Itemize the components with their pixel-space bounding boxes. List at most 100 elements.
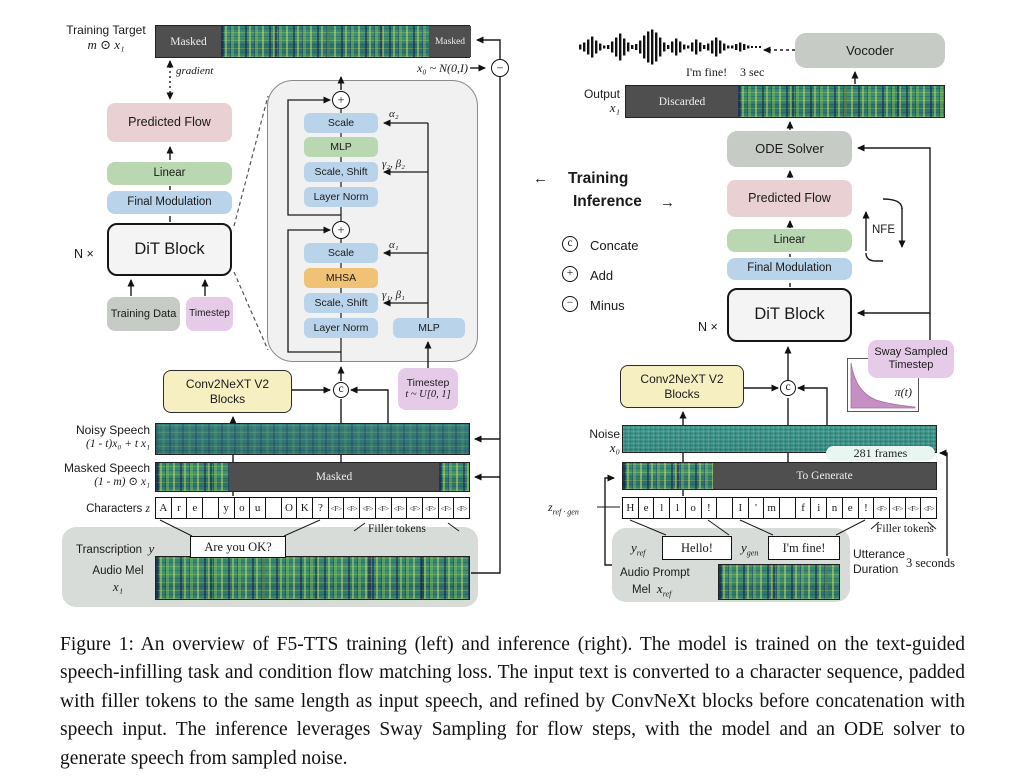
masked-segment-center: Masked [229, 463, 439, 491]
output-math: x₁ [609, 100, 620, 115]
scale-shift-box-bottom: Scale, Shift [304, 293, 378, 313]
sway-distribution-chart: π(t) [847, 358, 919, 412]
dit-block-box: DiT Block [107, 223, 232, 276]
char-cell: e [186, 498, 202, 518]
mlp-box-right: MLP [393, 318, 465, 338]
training-direction-label: Training [568, 170, 629, 187]
noisy-speech-math: (1 - t)x₀ + t x₁ [86, 438, 150, 450]
char-cell: e [637, 498, 654, 518]
char-cell: <F> [453, 498, 469, 518]
char-cell: r [170, 498, 187, 518]
legend-concat-label: Concate [590, 238, 639, 253]
char-cell: o [684, 498, 701, 518]
alpha1-label: α₁ [389, 239, 399, 251]
y-ref-value-box: Hello! [662, 536, 732, 560]
char-cell: K [296, 498, 312, 518]
figure-caption: Figure 1: An overview of F5-TTS training… [60, 634, 965, 769]
linear-box: Linear [107, 162, 232, 185]
audio-prompt-label: Audio Prompt [620, 567, 690, 579]
nfe-label: NFE [872, 224, 895, 236]
scale-box-bottom: Scale [304, 243, 378, 263]
dit-block-box-inference: DiT Block [727, 288, 852, 342]
char-cell: <F> [406, 498, 422, 518]
training-target-label: Training Target [66, 23, 146, 37]
scale-shift-box-top: Scale, Shift [304, 162, 378, 182]
y-gen-value-box: I'm fine! [768, 536, 840, 560]
char-cell: l [669, 498, 685, 518]
gradient-label: gradient [176, 65, 214, 77]
scale-box-top: Scale [304, 113, 378, 133]
predicted-flow-box: Predicted Flow [107, 103, 232, 142]
char-cell: <F> [873, 498, 889, 518]
masked-speech-strip: Masked [155, 462, 470, 492]
mhsa-box: MHSA [304, 268, 378, 288]
legend-add-icon: + [562, 266, 578, 282]
char-cell: o [233, 498, 250, 518]
filler-tokens-label-right: Filler tokens [876, 523, 934, 535]
char-cell: <F> [359, 498, 375, 518]
filler-tokens-label-left: Filler tokens [368, 523, 426, 535]
alpha2-label: α₂ [389, 108, 399, 120]
char-cell: ? [312, 498, 328, 518]
char-cell: u [249, 498, 265, 518]
concat-node: c [333, 382, 349, 398]
n-times-label-inference: N × [698, 320, 718, 334]
char-cell: <F> [343, 498, 359, 518]
masked-segment-right: Masked [429, 26, 471, 57]
layer-norm-box-bottom: Layer Norm [304, 318, 378, 338]
char-cell: <F> [374, 498, 391, 518]
output-strip: Discarded [625, 85, 945, 118]
gamma-beta2-label: γ₂, β₂ [382, 158, 405, 170]
add-node-bottom: + [332, 221, 350, 239]
char-cell: f [794, 498, 811, 518]
to-generate-segment: To Generate [713, 463, 936, 489]
vocoder-box: Vocoder [795, 33, 945, 68]
char-cell: <F> [437, 498, 454, 518]
char-cell: <F> [390, 498, 407, 518]
utterance-duration-value: 3 seconds [906, 556, 955, 570]
noise-init-math: x₀ ~ N(0,I) [417, 61, 468, 75]
legend-minus-icon: − [562, 296, 578, 312]
n-times-label: N × [74, 247, 94, 261]
char-cell: A [159, 502, 168, 514]
char-cell [779, 498, 795, 518]
char-cell: <F> [904, 498, 921, 518]
audio-mel-strip [155, 556, 470, 600]
transcription-value-box: Are you OK? [190, 536, 286, 558]
char-cell: i [810, 498, 826, 518]
minus-node: − [491, 59, 509, 77]
waveform-icon [579, 29, 761, 65]
frames-count-badge: 281 frames [826, 446, 935, 461]
spectrogram-segment [439, 463, 469, 491]
inference-direction-label: Inference [573, 193, 642, 210]
char-cell: e [841, 498, 858, 518]
char-cell: m [763, 498, 779, 518]
audio-mel-label: Audio Mel [92, 565, 144, 577]
char-cell: ! [857, 498, 874, 518]
char-cell [264, 498, 281, 518]
spectrogram-segment [221, 26, 429, 57]
training-target-strip: Masked Masked [155, 25, 471, 58]
char-cell: l [653, 498, 669, 518]
gamma-beta1-label: γ₁, β₁ [382, 289, 405, 301]
training-direction-arrow: ← [533, 170, 548, 187]
legend-minus-label: Minus [590, 298, 625, 313]
char-cell: I [731, 498, 748, 518]
final-modulation-box: Final Modulation [107, 191, 232, 214]
noisy-spectrogram [156, 424, 469, 454]
pi-t-label: π(t) [894, 385, 912, 399]
characters-label: Characters z [86, 503, 150, 515]
noisy-speech-label: Noisy Speech [75, 423, 150, 437]
y-ref-label: yref [631, 540, 646, 558]
spectrogram-segment [719, 565, 839, 599]
speech-text-label: I'm fine! [686, 65, 728, 79]
noise-math: x₀ [609, 440, 620, 455]
legend-add-label: Add [590, 268, 614, 283]
timestep-box: Timestep [186, 297, 233, 331]
training-data-box: Training Data [107, 297, 180, 331]
